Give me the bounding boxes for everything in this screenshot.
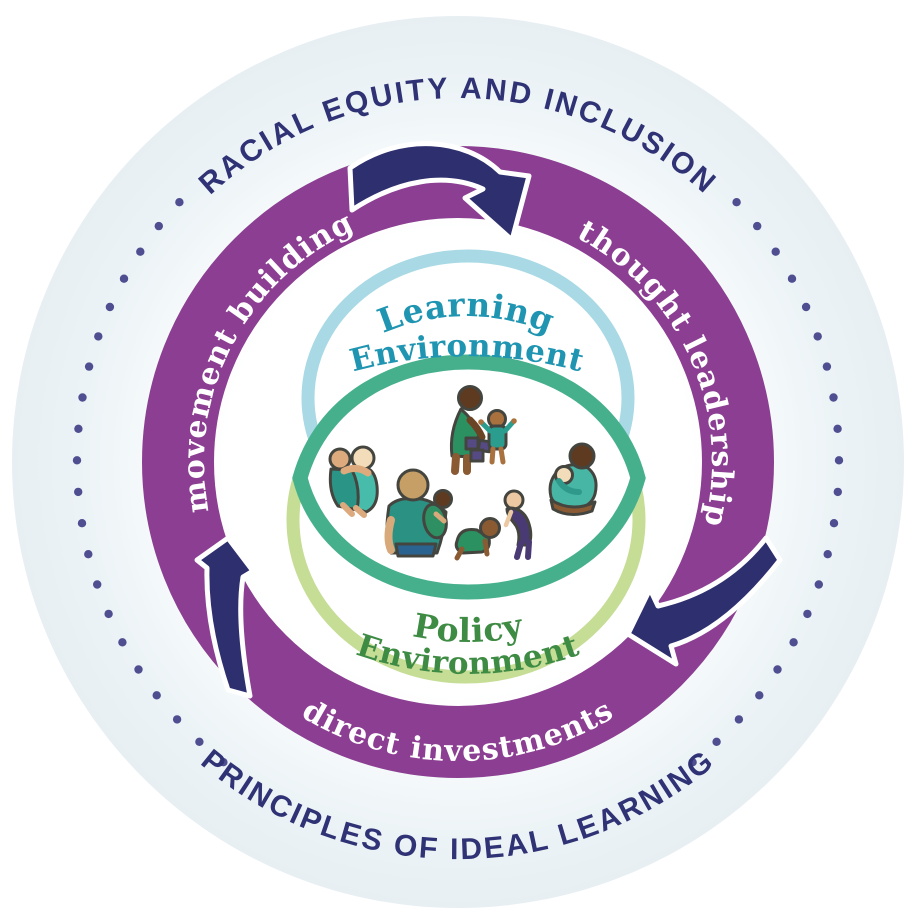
- dotted-ring: [72, 198, 844, 767]
- arrow-left-icon: [194, 535, 256, 699]
- ring-dot: [195, 737, 204, 746]
- ring-dot: [134, 665, 143, 674]
- ring-dot: [84, 550, 93, 559]
- figure-caregiver-blocks-toddler: [449, 385, 517, 475]
- ring-dot: [74, 487, 83, 497]
- ring-dot: [84, 362, 94, 371]
- ring-dot: [773, 665, 782, 674]
- ring-dot: [154, 221, 163, 231]
- ring-dot: [77, 519, 87, 528]
- ring-dot: [72, 456, 82, 465]
- cycle-arrows: [194, 141, 783, 699]
- ring-dot: [119, 274, 129, 283]
- ring-dot: [829, 393, 838, 402]
- figure-adult-with-baby: [384, 468, 453, 558]
- ring-dot: [789, 638, 798, 647]
- ring-dot: [834, 456, 844, 465]
- figure-sitting-adult-infant: [548, 442, 598, 516]
- policy-label-line1: Policy: [410, 605, 526, 650]
- ring-dot: [755, 691, 764, 700]
- ring-dot: [712, 737, 721, 746]
- ring-dot: [823, 550, 832, 559]
- ring-dot: [152, 691, 161, 700]
- ring-dot: [104, 609, 113, 619]
- ring-dot: [94, 332, 103, 341]
- arrow-right-icon: [625, 535, 783, 667]
- ring-dot: [801, 302, 811, 312]
- children-and-caregivers-illustration: [328, 385, 598, 561]
- ring-dot: [219, 758, 228, 767]
- ring-dot: [833, 487, 842, 497]
- ring-dot: [734, 715, 744, 724]
- ring-dot: [814, 580, 823, 589]
- figure-hugging-pair: [328, 445, 379, 518]
- ring-dot: [105, 302, 115, 312]
- overlap-lens: [292, 354, 646, 600]
- ring-dot: [753, 221, 762, 231]
- ring-dot: [93, 580, 102, 589]
- ring-dot: [803, 609, 812, 619]
- ring-dot: [813, 332, 822, 341]
- ring-dot: [136, 247, 145, 256]
- figure-purple-toddler: [503, 489, 533, 560]
- ring-dot: [787, 274, 797, 283]
- arrow-top-icon: [347, 141, 532, 243]
- figure-crawling-baby: [454, 517, 501, 561]
- ring-dot: [732, 198, 741, 207]
- ring-dot: [172, 715, 182, 724]
- ring-dot: [175, 198, 184, 207]
- ring-dot: [78, 393, 87, 402]
- ring-dot: [118, 638, 127, 647]
- ring-dot: [74, 424, 83, 433]
- ring-dot: [688, 758, 697, 767]
- ring-dot: [833, 424, 842, 433]
- ring-dot: [771, 247, 780, 256]
- ring-dot: [822, 362, 832, 371]
- ring-dot: [829, 519, 839, 528]
